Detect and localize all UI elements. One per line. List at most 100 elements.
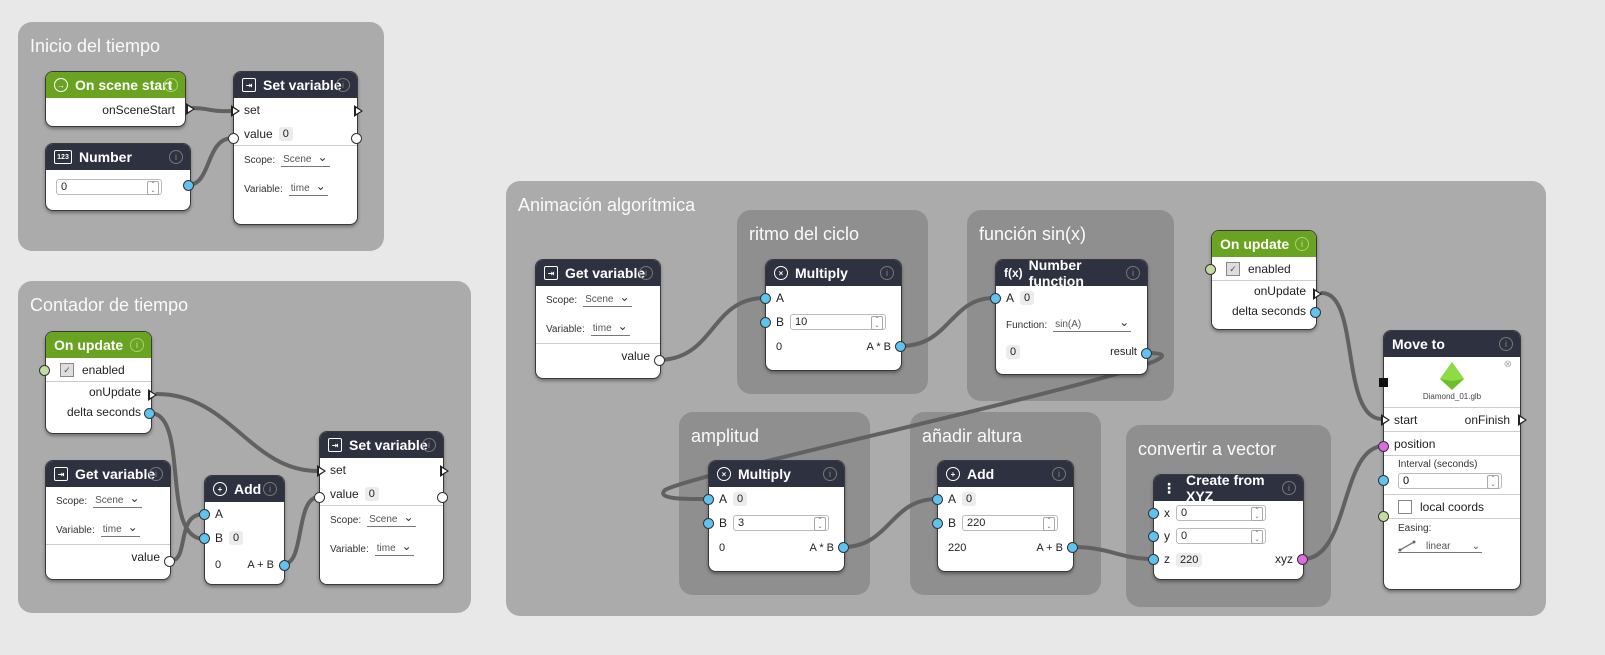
input-port-a[interactable] [932, 494, 943, 505]
output-port-value[interactable] [351, 133, 362, 144]
close-icon[interactable]: ⊗ [1503, 359, 1512, 370]
stepper-icon[interactable]: ⌃⌄ [1043, 517, 1056, 531]
exec-out-port-onupdate[interactable] [148, 389, 157, 401]
variable-select[interactable]: time [100, 520, 140, 537]
output-port-result[interactable] [838, 542, 849, 553]
info-icon[interactable]: i [1295, 237, 1309, 251]
info-icon[interactable]: i [149, 467, 163, 481]
exec-out-port-onupdate[interactable] [1313, 288, 1322, 300]
scope-select[interactable]: Scene [367, 510, 416, 527]
input-port-interval[interactable] [1378, 475, 1389, 486]
easing-select[interactable]: linear⌄ [1398, 540, 1482, 553]
input-port-x[interactable] [1148, 508, 1159, 519]
input-port-b[interactable] [932, 518, 943, 529]
stepper-icon[interactable]: ⌃⌄ [1487, 475, 1499, 489]
output-port-result[interactable] [1141, 348, 1152, 359]
b-input[interactable]: 220⌃⌄ [962, 515, 1059, 531]
exec-in-port-set[interactable] [317, 465, 326, 477]
info-icon[interactable]: i [639, 266, 653, 280]
info-icon[interactable]: i [164, 78, 178, 92]
output-port-result[interactable] [895, 341, 906, 352]
exec-out-port-onscenestart[interactable] [186, 103, 195, 115]
function-select[interactable]: sin(A) [1053, 315, 1132, 332]
scope-select[interactable]: Scene [583, 290, 632, 307]
input-port-a[interactable] [760, 293, 771, 304]
input-port-enabled[interactable] [1205, 264, 1216, 275]
drag-handle-icon[interactable]: ⋮ [1162, 479, 1176, 496]
input-port-position[interactable] [1378, 441, 1389, 452]
y-input[interactable]: 0⌃⌄ [1176, 528, 1266, 544]
info-icon[interactable]: i [880, 266, 894, 280]
exec-out-port-set[interactable] [354, 105, 363, 117]
stepper-icon[interactable]: ⌃⌄ [814, 517, 827, 531]
output-port-result[interactable] [1067, 542, 1078, 553]
input-port-value[interactable] [228, 133, 239, 144]
output-port-value[interactable] [437, 492, 448, 503]
variable-select[interactable]: time [288, 179, 328, 196]
variable-select[interactable]: time [374, 539, 414, 556]
exec-out-port-set[interactable] [440, 465, 449, 477]
local-coords-checkbox[interactable] [1398, 499, 1412, 514]
output-port-value[interactable] [164, 556, 175, 567]
trigger-port[interactable] [1379, 378, 1388, 387]
enabled-checkbox[interactable]: ✓ [1226, 261, 1240, 276]
stepper-icon[interactable]: ⌃⌄ [147, 181, 159, 195]
input-port-enabled[interactable] [39, 365, 50, 376]
variable-select[interactable]: time [590, 319, 630, 336]
input-port-a[interactable] [990, 293, 1001, 304]
input-port-b[interactable] [703, 518, 714, 529]
interval-input[interactable]: 0⌃⌄ [1398, 473, 1502, 489]
scope-select[interactable]: Scene [281, 150, 330, 167]
info-icon[interactable]: i [336, 78, 350, 92]
exec-in-port-set[interactable] [231, 105, 240, 117]
input-port-local-coords[interactable] [1378, 511, 1389, 522]
input-port-b[interactable] [760, 317, 771, 328]
enabled-checkbox[interactable]: ✓ [60, 362, 74, 377]
asset-preview[interactable]: Diamond_01.glb ⊗ [1384, 357, 1520, 408]
stepper-icon[interactable]: ⌃⌄ [1251, 507, 1263, 521]
input-port-z[interactable] [1148, 554, 1159, 565]
input-port-a[interactable] [703, 494, 714, 505]
output-port-delta[interactable] [1310, 307, 1321, 318]
stepper-icon[interactable]: ⌃⌄ [1251, 530, 1263, 544]
info-icon[interactable]: i [422, 438, 436, 452]
input-port-b[interactable] [199, 533, 210, 544]
output-port-xyz[interactable] [1297, 554, 1308, 565]
input-port-a[interactable] [199, 509, 210, 520]
exec-out-port-onfinish[interactable] [1518, 414, 1527, 426]
output-port-delta[interactable] [144, 408, 155, 419]
number-input[interactable]: 0⌃⌄ [56, 179, 162, 195]
output-port-value[interactable] [654, 355, 665, 366]
info-icon[interactable]: i [1282, 481, 1296, 495]
output-port-result[interactable] [279, 560, 290, 571]
output-port-number[interactable] [183, 180, 194, 191]
info-icon[interactable]: i [130, 338, 144, 352]
